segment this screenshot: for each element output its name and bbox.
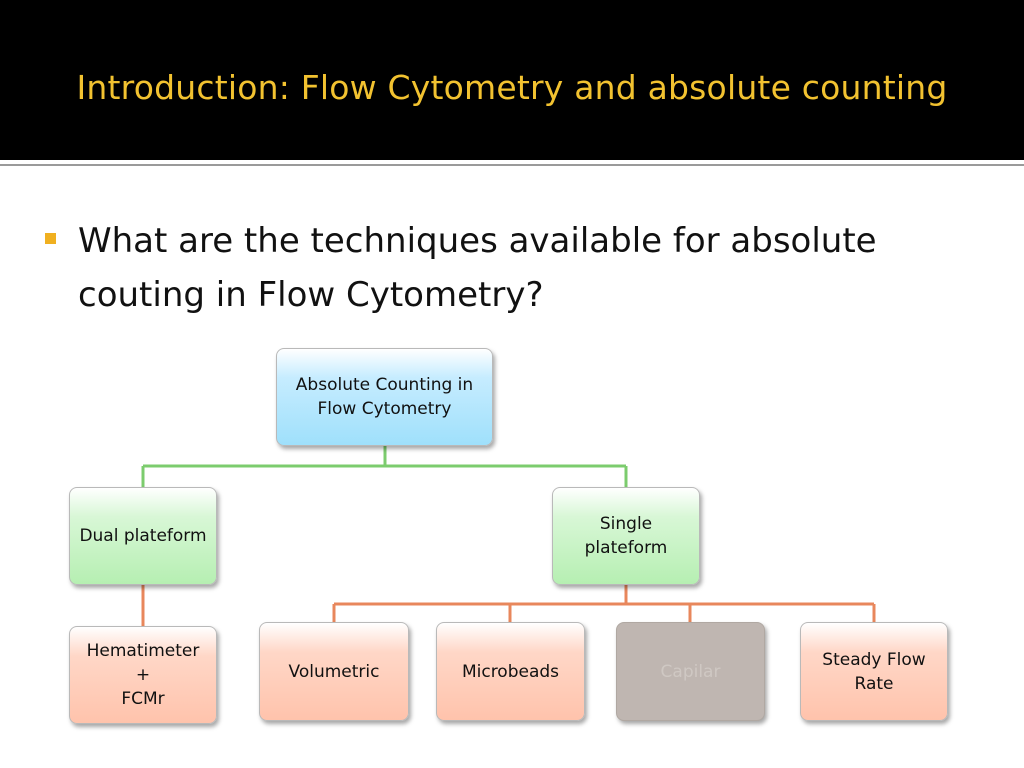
bullet-square-icon — [45, 233, 56, 244]
node-steady-label: Steady Flow Rate — [822, 649, 926, 694]
node-hematimeter-label: Hematimeter + FCMr — [86, 641, 200, 709]
slide-title: Introduction: Flow Cytometry and absolut… — [76, 68, 948, 107]
node-single-platform: Single plateform — [552, 487, 700, 585]
node-capilar-label: Capilar — [660, 661, 721, 682]
node-dual-label: Dual plateform — [79, 526, 207, 546]
node-steady-flow: Steady Flow Rate — [800, 622, 948, 721]
node-dual-platform: Dual plateform — [69, 487, 217, 585]
node-root: Absolute Counting in Flow Cytometry — [276, 348, 493, 446]
node-volumetric: Volumetric — [259, 622, 409, 721]
node-hematimeter: Hematimeter + FCMr — [69, 626, 217, 724]
bullet-text: What are the techniques available for ab… — [78, 221, 877, 315]
node-root-label: Absolute Counting in Flow Cytometry — [295, 375, 474, 419]
node-capilar: Capilar — [616, 622, 765, 721]
node-microbeads: Microbeads — [436, 622, 585, 721]
divider-white — [0, 160, 1024, 164]
divider-gray — [0, 164, 1024, 166]
green-connectors — [141, 446, 628, 487]
node-microbeads-label: Microbeads — [461, 661, 560, 682]
title-bar — [0, 0, 1024, 160]
node-volumetric-label: Volumetric — [288, 661, 380, 682]
orange-connectors — [141, 585, 876, 626]
node-single-label: Single plateform — [584, 514, 668, 558]
